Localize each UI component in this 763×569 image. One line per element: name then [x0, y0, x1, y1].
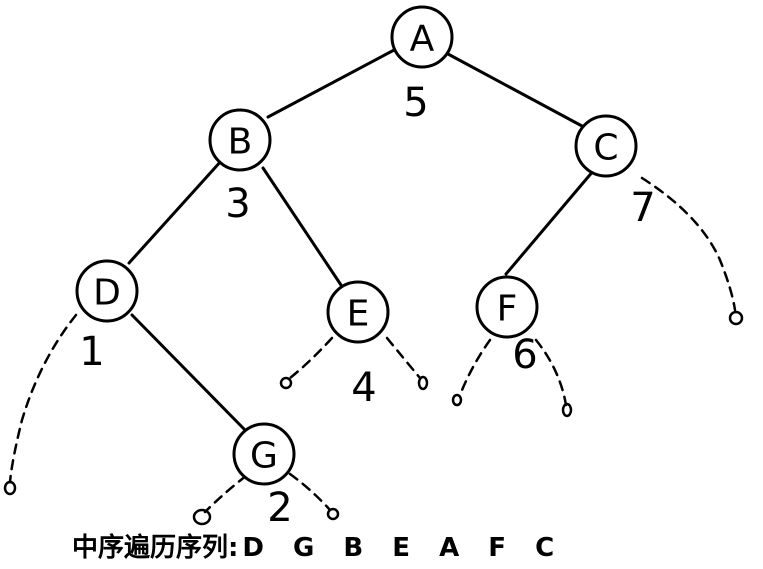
thread-e-left [288, 336, 334, 380]
thread-c-right [640, 176, 737, 312]
null-marker [326, 507, 340, 521]
null-marker [728, 310, 744, 326]
caption-sequence: D G B E A F C [242, 533, 565, 563]
node-label: D [93, 273, 121, 314]
thread-g-left [203, 474, 248, 514]
edge-a-b [266, 47, 398, 119]
null-marker [279, 376, 293, 390]
node-c: C [574, 114, 638, 178]
order-number-f: 6 [512, 332, 537, 378]
thread-g-right [288, 472, 332, 512]
thread-e-right [385, 336, 422, 380]
edge-a-c [446, 52, 584, 128]
order-number-d: 1 [79, 329, 104, 375]
node-label: F [497, 289, 518, 330]
node-e: E [326, 280, 390, 344]
node-g: G [232, 422, 296, 486]
node-label: B [228, 122, 253, 163]
thread-f-left [458, 338, 492, 397]
order-number-c: 7 [630, 185, 655, 231]
node-label: E [347, 294, 370, 335]
null-marker [3, 480, 17, 496]
order-number-g: 2 [267, 485, 292, 531]
thread-f-right [534, 338, 568, 407]
node-a: A [390, 5, 454, 69]
edge-b-d [127, 158, 224, 265]
node-label: C [593, 128, 618, 169]
caption-label: 中序遍历序列: [72, 533, 239, 563]
node-f: F [475, 275, 539, 339]
null-marker [451, 393, 463, 407]
null-marker [561, 402, 573, 418]
node-label: A [410, 19, 435, 60]
order-number-b: 3 [225, 181, 250, 227]
thread-lines [8, 176, 737, 514]
null-marker [417, 375, 429, 391]
null-marker [192, 508, 212, 526]
order-number-e: 4 [351, 365, 376, 411]
node-b: B [208, 108, 272, 172]
node-d: D [75, 259, 139, 323]
edge-d-g [130, 313, 247, 432]
node-label: G [250, 436, 278, 477]
thread-d-left [8, 313, 78, 484]
null-markers [3, 310, 744, 526]
edge-b-e [261, 166, 343, 287]
edge-c-f [504, 168, 596, 276]
tree-edges [127, 47, 596, 432]
inorder-caption: 中序遍历序列:D G B E A F C [72, 527, 564, 564]
order-number-a: 5 [403, 80, 428, 126]
